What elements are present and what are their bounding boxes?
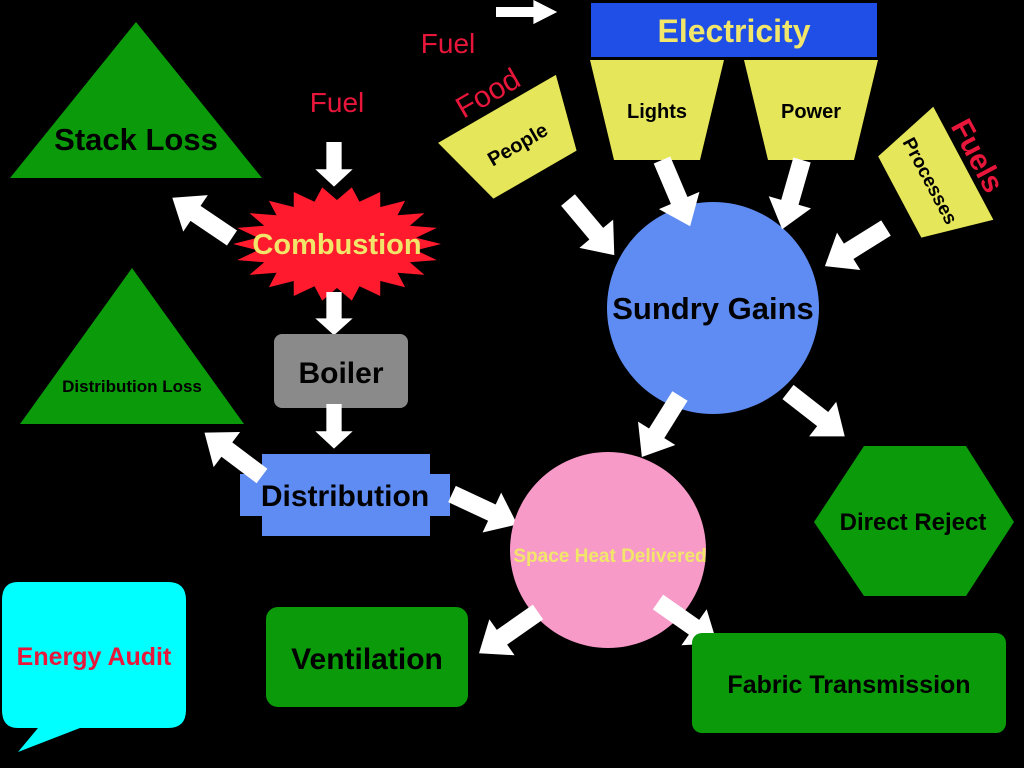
fuel-boiler-label: Fuel: [310, 87, 364, 118]
space-heat-circle: Space Heat Delivered: [510, 452, 707, 648]
fuel-source-top: Fuel: [398, 0, 500, 82]
arrow-combustion-to-boiler: [315, 292, 353, 336]
ventilation-box: Ventilation: [266, 607, 468, 707]
arrow-fuel-to-electricity: [496, 0, 558, 25]
power-label: Power: [781, 101, 841, 123]
ventilation-label: Ventilation: [291, 643, 443, 676]
distribution-box: Distribution: [240, 454, 450, 536]
stack-loss-label: Stack Loss: [54, 122, 218, 157]
electricity-box: Electricity: [589, 1, 879, 59]
fabric-transmission-box: Fabric Transmission: [692, 633, 1006, 733]
boiler-label: Boiler: [298, 357, 383, 390]
lights-box: Lights: [590, 60, 724, 160]
energy-audit-label: Energy Audit: [17, 643, 172, 671]
combustion-label: Combustion: [252, 229, 421, 261]
energy-audit-callout: Energy Audit: [2, 582, 186, 752]
stack-loss-triangle: Stack Loss: [10, 22, 262, 178]
power-box: Power: [744, 60, 878, 160]
electricity-label: Electricity: [658, 13, 811, 49]
direct-reject-label: Direct Reject: [840, 509, 987, 536]
processes-fuels-box: Fuels Processes: [878, 76, 1024, 238]
arrow-fuel-to-combustion: [315, 142, 353, 187]
distribution-loss-label: Distribution Loss: [62, 377, 202, 396]
boiler-box: Boiler: [274, 334, 408, 408]
combustion-starburst: Combustion: [233, 187, 441, 301]
sundry-gains-label: Sundry Gains: [612, 291, 814, 326]
arrow-people-to-sundry: [551, 185, 632, 270]
lights-label: Lights: [627, 101, 687, 123]
fabric-transmission-label: Fabric Transmission: [727, 671, 970, 699]
arrow-boiler-to-distribution: [315, 404, 353, 449]
fuel-top-label: Fuel: [421, 28, 475, 59]
sundry-gains-circle: Sundry Gains: [607, 202, 819, 414]
fuel-source-boiler: Fuel: [286, 62, 386, 140]
direct-reject-hexagon: Direct Reject: [814, 446, 1014, 596]
space-heat-label: Space Heat Delivered: [513, 546, 706, 567]
arrow-sundry-to-direct-reject: [774, 374, 859, 454]
distribution-loss-triangle: Distribution Loss: [20, 268, 244, 424]
arrow-processes-to-sundry: [813, 209, 898, 285]
distribution-label: Distribution: [261, 480, 429, 513]
arrow-combustion-to-stack-loss: [160, 179, 245, 257]
